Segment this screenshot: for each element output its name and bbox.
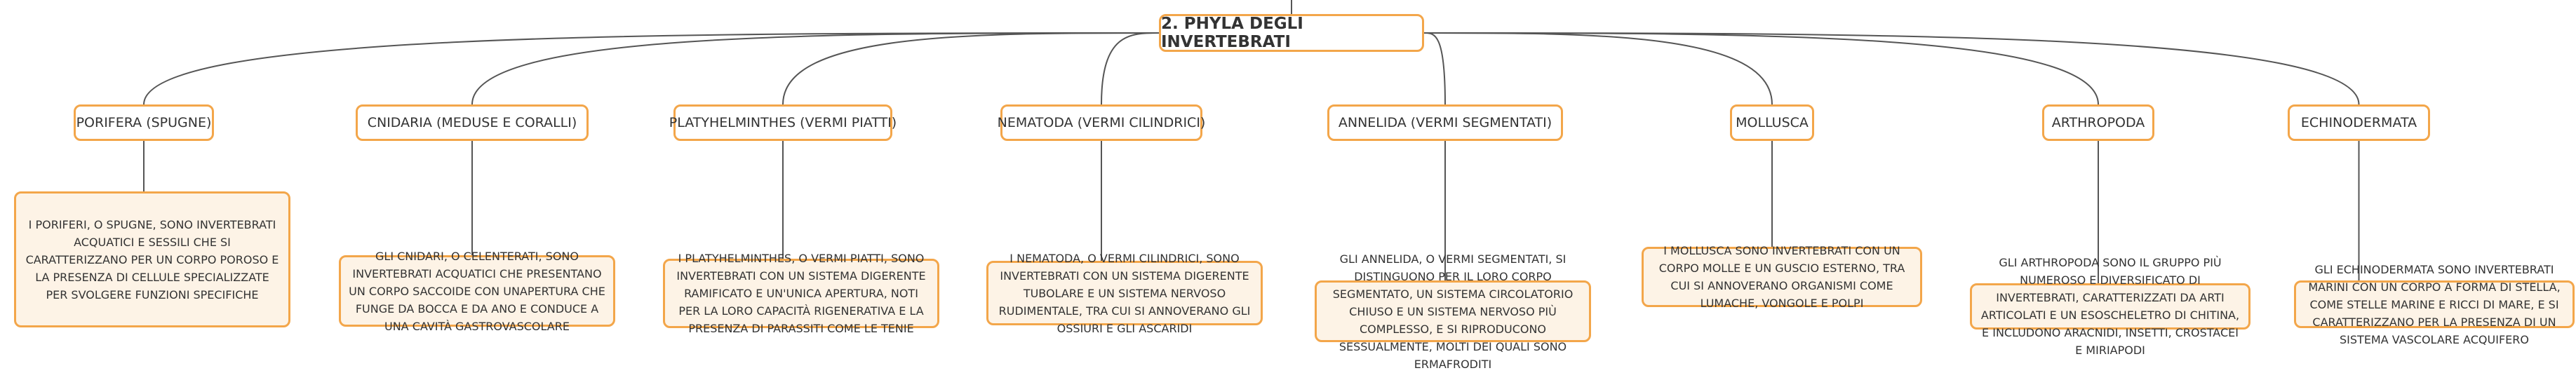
phylum-label: ECHINODERMATA [2300, 115, 2417, 130]
description-text: I PORIFERI, O SPUGNE, SONO INVERTEBRATI … [25, 217, 279, 301]
description-porifera[interactable]: I PORIFERI, O SPUGNE, SONO INVERTEBRATI … [14, 191, 290, 327]
connector-lines [143, 0, 2360, 283]
phylum-label: ARTHROPODA [2051, 115, 2145, 130]
description-arthropoda[interactable]: GLI ARTHROPODA SONO IL GRUPPO PIÙ NUMERO… [1970, 256, 2250, 357]
description-text: GLI ECHINODERMATA SONO INVERTEBRATI MARI… [2308, 262, 2561, 346]
branch-line [1423, 32, 2099, 105]
phylum-label: PLATYHELMINTHES (VERMI PIATTI) [669, 115, 897, 130]
phylum-mollusca[interactable]: MOLLUSCA [1730, 104, 1814, 141]
phylum-nematoda[interactable]: NEMATODA (VERMI CILINDRICI) [998, 104, 1205, 141]
description-nematoda[interactable]: I NEMATODA, O VERMI CILINDRICI, SONO INV… [986, 252, 1263, 335]
branch-line [143, 32, 1160, 105]
phylum-cnidaria[interactable]: CNIDARIA (MEDUSE E CORALLI) [356, 104, 589, 141]
root-label: 2. PHYLA DEGLI INVERTEBRATI [1161, 15, 1303, 51]
description-text: I PLATYHELMINTHES, O VERMI PIATTI, SONO … [676, 252, 926, 335]
description-cnidaria[interactable]: GLI CNIDARI, O CELENTERATI, SONO INVERTE… [339, 250, 615, 333]
phylum-label: NEMATODA (VERMI CILINDRICI) [997, 115, 1206, 130]
branch-line [1101, 32, 1160, 105]
description-echinodermata[interactable]: GLI ECHINODERMATA SONO INVERTEBRATI MARI… [2294, 263, 2575, 346]
branch-line [1423, 32, 2360, 105]
phylum-label: PORIFERA (SPUGNE) [76, 115, 212, 130]
description-text: GLI ARTHROPODA SONO IL GRUPPO PIÙ NUMERO… [1980, 256, 2240, 357]
description-text: GLI CNIDARI, O CELENTERATI, SONO INVERTE… [349, 249, 605, 333]
branch-line [782, 32, 1160, 105]
phylum-label: ANNELIDA (VERMI SEGMENTATI) [1338, 115, 1552, 130]
root-node[interactable]: 2. PHYLA DEGLI INVERTEBRATI [1159, 14, 1424, 52]
description-text: I NEMATODA, O VERMI CILINDRICI, SONO INV… [998, 251, 1251, 335]
description-text: I MOLLUSCA SONO INVERTEBRATI CON UN CORP… [1658, 244, 1905, 310]
branch-line [471, 32, 1160, 105]
description-text: GLI ANNELIDA, O VERMI SEGMENTATI, SI DIS… [1332, 252, 1574, 371]
description-annelida[interactable]: GLI ANNELIDA, O VERMI SEGMENTATI, SI DIS… [1315, 252, 1591, 371]
phylum-annelida[interactable]: ANNELIDA (VERMI SEGMENTATI) [1327, 104, 1563, 141]
description-mollusca[interactable]: I MOLLUSCA SONO INVERTEBRATI CON UN CORP… [1642, 244, 1922, 310]
branch-line [1423, 32, 1446, 105]
phylum-porifera[interactable]: PORIFERA (SPUGNE) [74, 104, 214, 141]
phylum-label: MOLLUSCA [1736, 115, 1809, 130]
branch-line [1423, 32, 1773, 105]
description-platyhelminthes[interactable]: I PLATYHELMINTHES, O VERMI PIATTI, SONO … [663, 252, 939, 335]
phylum-echinodermata[interactable]: ECHINODERMATA [2288, 104, 2430, 141]
phylum-platyhelminthes[interactable]: PLATYHELMINTHES (VERMI PIATTI) [669, 104, 897, 141]
phylum-label: CNIDARIA (MEDUSE E CORALLI) [367, 115, 577, 130]
phylum-arthropoda[interactable]: ARTHROPODA [2042, 104, 2154, 141]
